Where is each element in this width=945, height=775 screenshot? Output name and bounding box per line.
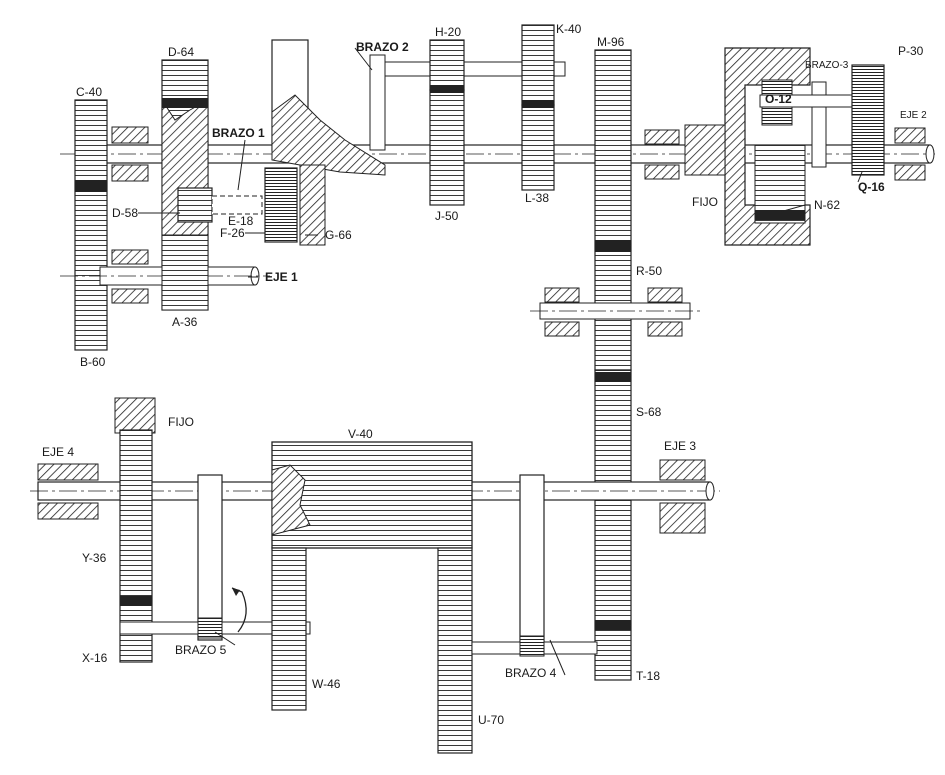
leader-lines bbox=[138, 47, 863, 676]
label-b60: B-60 bbox=[80, 355, 106, 369]
gear-a36 bbox=[161, 234, 209, 311]
label-m96: M-96 bbox=[597, 35, 625, 49]
label-r50: R-50 bbox=[636, 264, 662, 278]
gear-p30 bbox=[851, 64, 885, 176]
gear-h20 bbox=[429, 39, 465, 91]
gear-d58 bbox=[177, 187, 213, 223]
label-f26: F-26 bbox=[220, 226, 245, 240]
label-p30: P-30 bbox=[898, 44, 924, 58]
gear-l38 bbox=[521, 104, 555, 191]
label-brazo2: BRAZO 2 bbox=[356, 40, 409, 54]
label-u70: U-70 bbox=[478, 713, 504, 727]
gear-c40 bbox=[74, 99, 108, 351]
gear-v40-drum bbox=[271, 441, 473, 754]
brazo4-arm bbox=[519, 474, 545, 646]
shaft-r-bearings bbox=[530, 287, 700, 337]
label-t18: T-18 bbox=[636, 669, 660, 683]
eje1-shaft bbox=[60, 234, 270, 311]
label-n62: N-62 bbox=[814, 198, 840, 212]
gear-m96 bbox=[594, 49, 632, 371]
label-q16: Q-16 bbox=[858, 180, 885, 194]
bearing-top-3 bbox=[894, 127, 926, 181]
label-c40: C-40 bbox=[76, 85, 102, 99]
label-fijo-bottom: FIJO bbox=[168, 415, 194, 429]
label-brazo1: BRAZO 1 bbox=[212, 126, 265, 140]
fijo-housing-bottom bbox=[114, 397, 156, 434]
gear-k40 bbox=[521, 24, 555, 106]
label-d58: D-58 bbox=[112, 206, 138, 220]
gear-e18 bbox=[211, 195, 263, 215]
gear-f26 bbox=[264, 167, 298, 243]
label-h20: H-20 bbox=[435, 25, 461, 39]
gear-j50 bbox=[429, 89, 465, 206]
label-l38: L-38 bbox=[525, 191, 549, 205]
label-a36: A-36 bbox=[172, 315, 198, 329]
bearing-top-1 bbox=[111, 126, 149, 182]
label-eje1: EJE 1 bbox=[265, 270, 298, 284]
label-brazo3: BRAZO-3 bbox=[805, 60, 849, 71]
label-eje4: EJE 4 bbox=[42, 445, 74, 459]
label-x16: X-16 bbox=[82, 651, 108, 665]
label-fijo-top: FIJO bbox=[692, 195, 718, 209]
label-eje3: EJE 3 bbox=[664, 439, 696, 453]
label-v40: V-40 bbox=[348, 427, 373, 441]
label-g66: G-66 bbox=[325, 228, 352, 242]
label-o12: O-12 bbox=[765, 92, 792, 106]
label-w46: W-46 bbox=[312, 677, 341, 691]
label-d64: D-64 bbox=[168, 45, 194, 59]
label-j50: J-50 bbox=[435, 209, 459, 223]
label-k40: K-40 bbox=[556, 22, 582, 36]
brazo1-housing bbox=[271, 39, 386, 246]
label-y36: Y-36 bbox=[82, 551, 107, 565]
label-brazo5: BRAZO 5 bbox=[175, 643, 227, 657]
label-eje2: EJE 2 bbox=[900, 110, 927, 121]
bearing-top-2 bbox=[644, 129, 680, 180]
label-brazo4: BRAZO 4 bbox=[505, 666, 557, 680]
brazo5-rotation-arrow bbox=[231, 587, 247, 633]
label-s68: S-68 bbox=[636, 405, 662, 419]
brazo5-arm bbox=[197, 474, 223, 641]
gear-s68 bbox=[594, 369, 632, 681]
label-e18: E-18 bbox=[228, 214, 254, 228]
fijo-housing-top bbox=[684, 47, 811, 246]
